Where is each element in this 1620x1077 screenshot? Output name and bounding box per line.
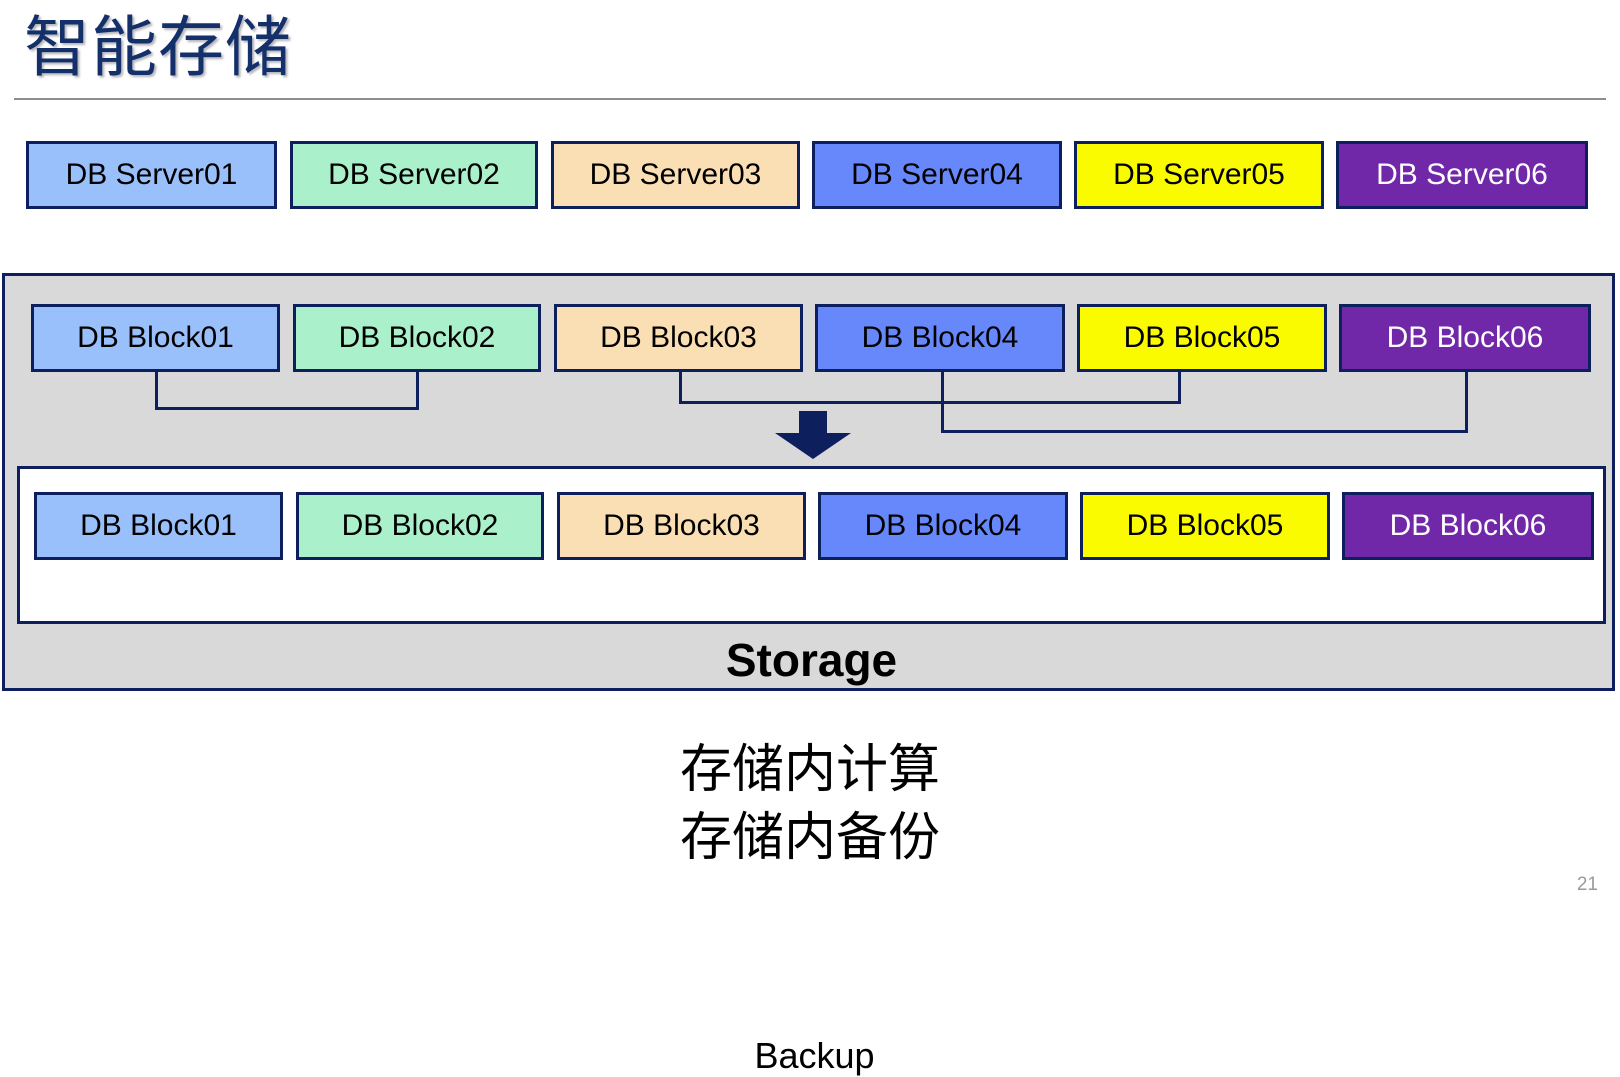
node-box-label: DB Server02	[328, 158, 500, 191]
page-number: 21	[1576, 874, 1598, 895]
node-box[interactable]: DB Block04	[818, 492, 1068, 560]
node-box[interactable]: DB Block04	[815, 304, 1065, 372]
connector-block03-block05-right	[1178, 372, 1181, 404]
node-box[interactable]: DB Server03	[551, 141, 800, 209]
storage-container: DB Block01 DB Block02 DB Block03 DB Block04…	[2, 273, 1615, 1076]
node-box-label: DB Block04	[864, 509, 1022, 542]
page-title: 智能存储	[24, 10, 292, 84]
node-box-label: DB Block05	[1126, 509, 1284, 542]
node-box[interactable]: DB Block03	[557, 492, 806, 560]
connector-block01-block02-left	[155, 372, 158, 410]
node-box-label: DB Server06	[1376, 158, 1548, 191]
title-divider	[14, 98, 1606, 100]
node-box-label: DB Block05	[1123, 321, 1281, 354]
backup-panel: DB Block01 DB Block02 DB Block03 DB Block04…	[17, 466, 1606, 1076]
node-box-label: DB Block03	[600, 321, 757, 354]
node-box-label: DB Block04	[861, 321, 1019, 354]
node-box[interactable]: DB Server05	[1074, 141, 1324, 209]
node-box[interactable]: DB Block05	[1077, 304, 1327, 372]
node-box[interactable]: DB Block01	[31, 304, 280, 372]
node-box[interactable]: DB Server02	[290, 141, 538, 209]
node-box[interactable]: DB Block02	[296, 492, 544, 560]
node-box[interactable]: DB Block06	[1342, 492, 1594, 560]
connector-block04-block06-bottom	[941, 430, 1468, 433]
node-box-label: DB Block01	[77, 321, 234, 354]
node-box[interactable]: DB Block01	[34, 492, 283, 560]
node-box-label: DB Block01	[80, 509, 237, 542]
connector-block03-block05-left	[679, 372, 682, 404]
connector-block04-block06-right	[1465, 372, 1468, 433]
connector-block01-block02-bottom	[155, 407, 419, 410]
storage-label: Storage	[725, 634, 898, 686]
node-box-label: DB Server03	[589, 158, 762, 191]
node-box-label: DB Block03	[603, 509, 760, 542]
caption-block: 存储内计算 存储内备份	[0, 736, 1620, 872]
node-box[interactable]: DB Server01	[26, 141, 277, 209]
connector-block04-block06-left	[941, 372, 944, 433]
node-box-label: DB Block02	[338, 321, 496, 354]
connector-block01-block02-right	[416, 372, 419, 410]
node-box[interactable]: DB Block03	[554, 304, 803, 372]
node-box[interactable]: DB Block06	[1339, 304, 1591, 372]
backup-label: Backup	[754, 1035, 875, 1076]
node-box[interactable]: DB Server04	[812, 141, 1062, 209]
connector-block03-block05-bottom	[679, 401, 1181, 404]
node-box[interactable]: DB Block05	[1080, 492, 1330, 560]
copy-down-arrow	[775, 411, 851, 459]
node-box-label: DB Server05	[1113, 158, 1285, 191]
node-box-label: DB Server01	[65, 158, 238, 191]
node-box-label: DB Block02	[341, 509, 499, 542]
node-box-label: DB Server04	[851, 158, 1023, 191]
node-box[interactable]: DB Server06	[1336, 141, 1588, 209]
node-box[interactable]: DB Block02	[293, 304, 541, 372]
node-box-label: DB Block06	[1386, 321, 1544, 354]
node-box-label: DB Block06	[1389, 509, 1547, 542]
caption-line-2: 存储内备份	[679, 809, 940, 867]
caption-line-1: 存储内计算	[679, 741, 940, 799]
